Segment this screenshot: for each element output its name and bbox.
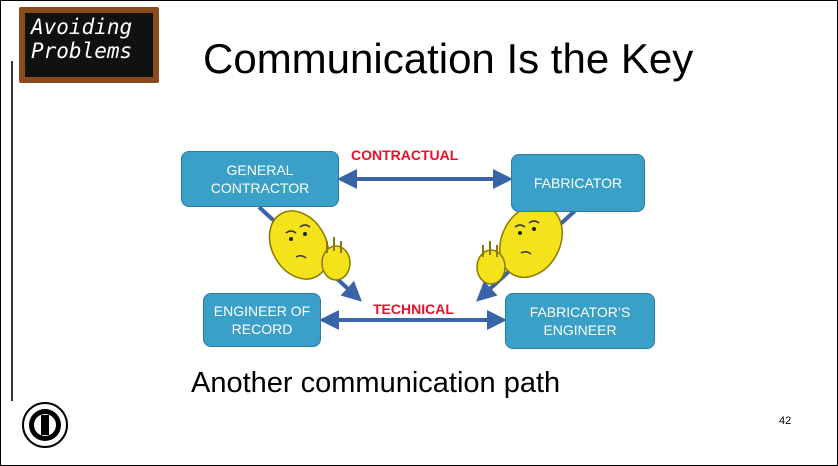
slide-title: Communication Is the Key xyxy=(203,35,694,82)
thinking-face-icon xyxy=(476,204,563,285)
thinking-face-icon xyxy=(268,210,351,281)
aisc-logo-icon xyxy=(22,402,68,448)
section-badge-text: Avoiding Problems xyxy=(25,13,153,77)
badge-line-2: Problems xyxy=(31,39,133,63)
node-engineer-of-record: ENGINEER OF RECORD xyxy=(203,293,321,347)
left-divider xyxy=(11,61,13,401)
section-badge: Avoiding Problems xyxy=(19,7,159,83)
node-general-contractor: GENERAL CONTRACTOR xyxy=(181,151,339,207)
node-fabricator: FABRICATOR xyxy=(511,154,645,212)
label-contractual: CONTRACTUAL xyxy=(351,147,459,163)
page-number: 42 xyxy=(779,415,792,427)
node-fabricators-engineer: FABRICATOR’S ENGINEER xyxy=(505,293,655,349)
badge-line-1: Avoiding xyxy=(31,15,133,39)
slide-subtitle: Another communication path xyxy=(191,367,561,399)
label-technical: TECHNICAL xyxy=(373,301,454,317)
